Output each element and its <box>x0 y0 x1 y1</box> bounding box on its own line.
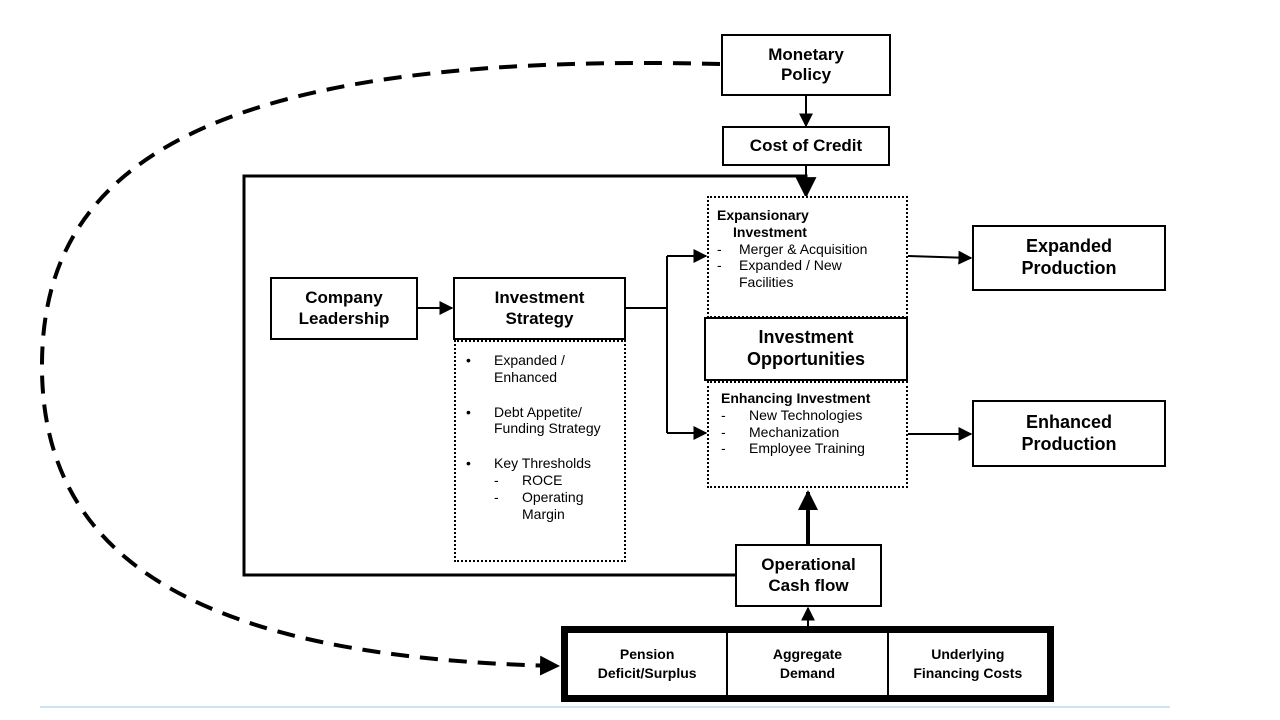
expansionary-title-line2: Investment <box>733 223 807 240</box>
enhancing-item-text: Employee Training <box>749 440 865 457</box>
factor-aggregate-demand: Aggregate Demand <box>726 633 886 695</box>
threshold-item-text: Operating Margin <box>522 488 584 522</box>
expansionary-title: Expansionary <box>717 207 809 223</box>
enhancing-item: -Employee Training <box>721 440 865 457</box>
expanded-production-label: Expanded Production <box>1021 236 1117 278</box>
enhanced-production-label: Enhanced Production <box>1021 411 1117 454</box>
threshold-item-text: ROCE <box>522 471 563 488</box>
factor-pension: Pension Deficit/Surplus <box>568 633 726 695</box>
strategy-bullet-text: Key Thresholds <box>494 455 592 472</box>
strategy-bullet: •Key Thresholds <box>466 455 592 472</box>
expansionary-item: -Expanded / New Facilities <box>717 257 869 291</box>
arrow-to-expanded-production <box>907 250 973 265</box>
strategy-bullet: •Expanded / Enhanced <box>466 352 584 386</box>
expanded-production-box: Expanded Production <box>972 225 1166 291</box>
monetary-policy-box: Monetary Policy <box>721 34 891 96</box>
expansionary-item-text: Merger & Acquisition <box>739 240 868 257</box>
operational-cash-flow-box: Operational Cash flow <box>735 544 882 607</box>
investment-strategy-box: Investment Strategy <box>453 277 626 340</box>
threshold-item: -Operating Margin <box>466 489 602 523</box>
external-factors-bar: Pension Deficit/Surplus Aggregate Demand… <box>561 626 1054 702</box>
cost-of-credit-label: Cost of Credit <box>749 135 863 155</box>
company-leadership-label: Company Leadership <box>298 288 390 328</box>
investment-opportunities-label: Investment Opportunities <box>747 327 865 369</box>
enhancing-title: Enhancing Investment <box>721 390 871 406</box>
expansionary-item-text: Expanded / New Facilities <box>739 257 842 291</box>
enhancing-item: -Mechanization <box>721 423 840 440</box>
factor-financing-costs: Underlying Financing Costs <box>886 633 1047 695</box>
bottom-divider <box>40 706 1170 708</box>
enhanced-production-box: Enhanced Production <box>972 400 1166 467</box>
factor-pension-label: Pension Deficit/Surplus <box>597 646 697 681</box>
threshold-item: -ROCE <box>494 471 563 488</box>
factor-financing-costs-label: Underlying Financing Costs <box>913 646 1023 681</box>
strategy-bullet-text: Debt Appetite/ Funding Strategy <box>494 403 601 437</box>
enhancing-item-text: New Technologies <box>749 406 863 423</box>
arrow-cashflow-loop <box>242 174 817 577</box>
enhancing-investment-box: Enhancing Investment -New Technologies -… <box>707 381 908 488</box>
expansionary-item: -Merger & Acquisition <box>717 240 868 257</box>
expansionary-investment-box: Expansionary Investment -Merger & Acquis… <box>707 196 908 318</box>
strategy-bullet-text: Expanded / Enhanced <box>494 352 565 385</box>
company-leadership-box: Company Leadership <box>270 277 418 340</box>
enhancing-item-text: Mechanization <box>749 423 840 440</box>
factor-aggregate-demand-label: Aggregate Demand <box>772 646 843 681</box>
monetary-policy-label: Monetary Policy <box>768 44 844 84</box>
dashed-feedback-loop <box>39 61 721 676</box>
investment-opportunities-box: Investment Opportunities <box>704 317 908 381</box>
strategy-details-box: •Expanded / Enhanced •Debt Appetite/ Fun… <box>454 340 626 562</box>
investment-strategy-label: Investment Strategy <box>494 288 585 328</box>
cost-of-credit-box: Cost of Credit <box>722 126 890 166</box>
enhancing-item: -New Technologies <box>721 406 863 423</box>
operational-cash-flow-label: Operational Cash flow <box>761 555 856 595</box>
strategy-bullet: •Debt Appetite/ Funding Strategy <box>466 404 622 438</box>
